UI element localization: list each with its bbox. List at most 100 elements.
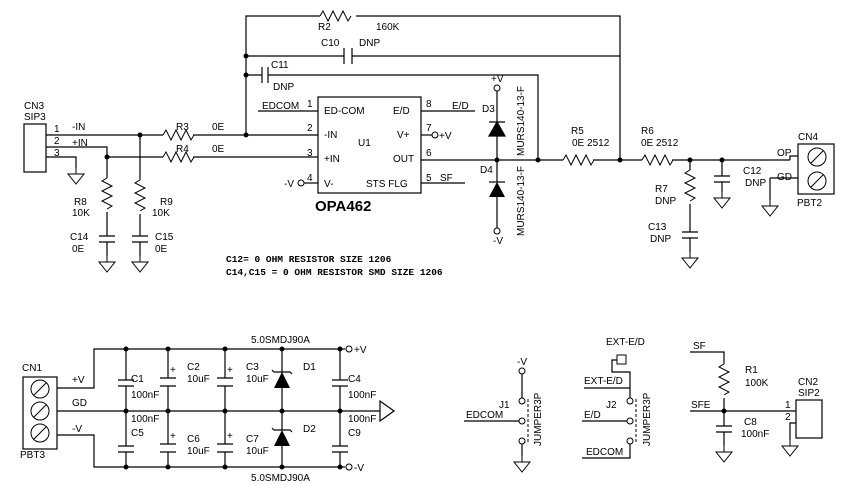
op-amp-section: OPA462 U1 ED-COM E/D -IN V+ +IN OUT V- S… <box>23 10 835 273</box>
j2-value: JUMPER3P <box>642 392 653 446</box>
r5-value: 0E 2512 <box>572 138 610 149</box>
c13-ref: C13 <box>648 222 667 233</box>
r2-ref: R2 <box>318 22 331 33</box>
r3-ref: R3 <box>176 122 189 133</box>
c15-ref: C15 <box>155 232 174 243</box>
d4-vminus-terminal <box>493 227 501 235</box>
c14-ref: C14 <box>70 232 89 243</box>
cn4-op-label: OP <box>777 148 792 159</box>
c2-ref: C2 <box>187 362 200 373</box>
cn4-connector <box>797 143 835 195</box>
pin-number: 7 <box>426 123 432 134</box>
d4-ref: D4 <box>480 165 493 176</box>
c11-ref: C11 <box>271 60 289 71</box>
pin-number: 2 <box>307 123 313 134</box>
sfe-label: SFE <box>691 400 711 411</box>
pin-number: 8 <box>426 99 432 110</box>
svg-text:+: + <box>227 431 233 442</box>
r1-ref: R1 <box>745 365 758 376</box>
j1-vminus-label: -V <box>517 357 527 368</box>
svg-text:+: + <box>170 365 176 376</box>
pin-number: 6 <box>426 148 432 159</box>
j2-ed-label: E/D <box>584 410 601 421</box>
cn1-ref: CN1 <box>22 363 42 374</box>
cn2-pin: 1 <box>785 400 791 411</box>
cn4-type: PBT2 <box>797 198 822 209</box>
c12-ref: C12 <box>743 166 762 177</box>
cn1-net-gd: GD <box>72 398 87 409</box>
c4-value: 100nF <box>348 390 376 401</box>
r8-ref: R8 <box>74 197 87 208</box>
sf-label: SF <box>693 341 706 352</box>
pin-name-minus-in: -IN <box>324 130 337 141</box>
c5-value: 100nF <box>131 414 159 425</box>
cn3-pin: 1 <box>54 124 60 135</box>
r7-value: DNP <box>655 196 676 207</box>
power-section: CN1 PBT3 +V GD -V +V -V + + <box>20 335 396 484</box>
pin-number: 5 <box>426 173 432 184</box>
cn4-ref: CN4 <box>798 132 818 143</box>
pin-name-ed: E/D <box>393 106 410 117</box>
feedback-wire <box>245 15 621 160</box>
c12-value: DNP <box>745 178 766 189</box>
c6-ref: C6 <box>187 434 200 445</box>
r6-ref: R6 <box>641 126 654 137</box>
d3-value: MURS140-13-F <box>516 86 527 156</box>
c8-ref: C8 <box>744 417 757 428</box>
c4-ref: C4 <box>348 374 361 385</box>
cn2-type: SIP2 <box>798 388 820 399</box>
cn2-pin: 2 <box>785 412 791 423</box>
pos-rail-label: +V <box>354 345 367 356</box>
c15-value: 0E <box>155 244 168 255</box>
c1-value: 100nF <box>131 390 159 401</box>
r3-value: 0E <box>212 122 225 133</box>
j1-jumper: -V EDCOM J1 JUMPER3P <box>464 357 544 473</box>
j1-ref: J1 <box>499 400 510 411</box>
pin-name-stsflg: STS FLG <box>366 179 408 190</box>
vminus-label: -V <box>284 179 294 190</box>
pin-name-plus-in: +IN <box>324 154 340 165</box>
net-label-ed: E/D <box>452 101 469 112</box>
c1-ref: C1 <box>131 374 144 385</box>
c3-value: 10uF <box>246 374 269 385</box>
j2-ext-ed-label: EXT-E/D <box>584 376 623 387</box>
d3-vplus-label: +V <box>491 74 504 85</box>
cn2-connector <box>795 399 823 439</box>
d3-vplus-terminal <box>493 84 501 92</box>
c7-value: 10uF <box>246 446 269 457</box>
j2-jumper: EXT-E/D EXT-E/D E/D EDCOM J2 JUMPER3P <box>582 337 653 459</box>
net-label-plus-in: +IN <box>72 138 88 149</box>
c10-ref: C10 <box>321 38 340 49</box>
pin-name-vminus: V- <box>324 179 333 190</box>
svg-text:+: + <box>227 365 233 376</box>
pin-number: 3 <box>307 148 313 159</box>
cn3-connector <box>23 123 47 173</box>
r9-value: 10K <box>152 208 170 219</box>
net-label-minus-in: -IN <box>72 122 85 133</box>
c8-value: 100nF <box>741 429 769 440</box>
r8-value: 10K <box>72 208 90 219</box>
d4-value: MURS140-13-F <box>516 166 527 236</box>
c7-ref: C7 <box>246 434 259 445</box>
c13-value: DNP <box>650 234 671 245</box>
op-amp-part: OPA462 <box>315 198 371 215</box>
pin-name-out: OUT <box>393 154 414 165</box>
net-label-edcom: EDCOM <box>262 101 299 112</box>
neg-rail-label: -V <box>354 463 364 474</box>
c11-value: DNP <box>273 82 294 93</box>
net-label-sf: SF <box>440 173 453 184</box>
vminus-terminal <box>297 179 305 187</box>
c9-ref: C9 <box>348 428 361 439</box>
op-amp-body <box>317 96 422 194</box>
cn1-connector <box>22 376 58 450</box>
pin-name-edcom: ED-COM <box>324 106 365 117</box>
c6-value: 10uF <box>187 446 210 457</box>
pin-number: 1 <box>307 99 313 110</box>
cn3-ref: CN3 <box>24 101 44 112</box>
d1-ref: D1 <box>303 362 316 373</box>
cn1-type: PBT3 <box>20 450 45 461</box>
c14-value: 0E <box>72 244 85 255</box>
cn4-gd-label: GD <box>777 172 792 183</box>
cn1-net-neg: -V <box>72 424 82 435</box>
